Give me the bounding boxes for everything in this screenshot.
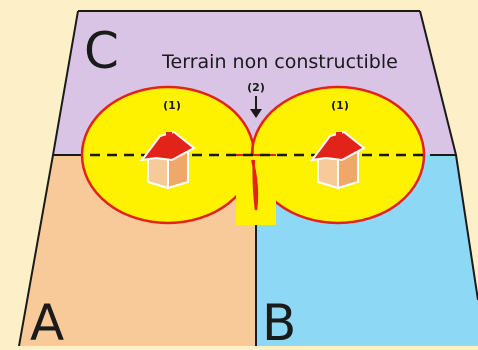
region-label-b: B [262,294,296,346]
title: Terrain non constructible [161,51,398,73]
zone-label-left: (1) [163,99,181,112]
overlap-lens-lower-edge [250,159,259,211]
house-icon [139,130,196,190]
overlap-pointer-arrow [250,109,262,118]
zone-label-right: (1) [331,99,349,112]
plot-boundaries [18,10,478,347]
region-label-a: A [30,294,64,346]
house-icon [309,130,366,190]
region-label-c: C [84,22,119,80]
zone-label-overlap: (2) [247,81,265,94]
